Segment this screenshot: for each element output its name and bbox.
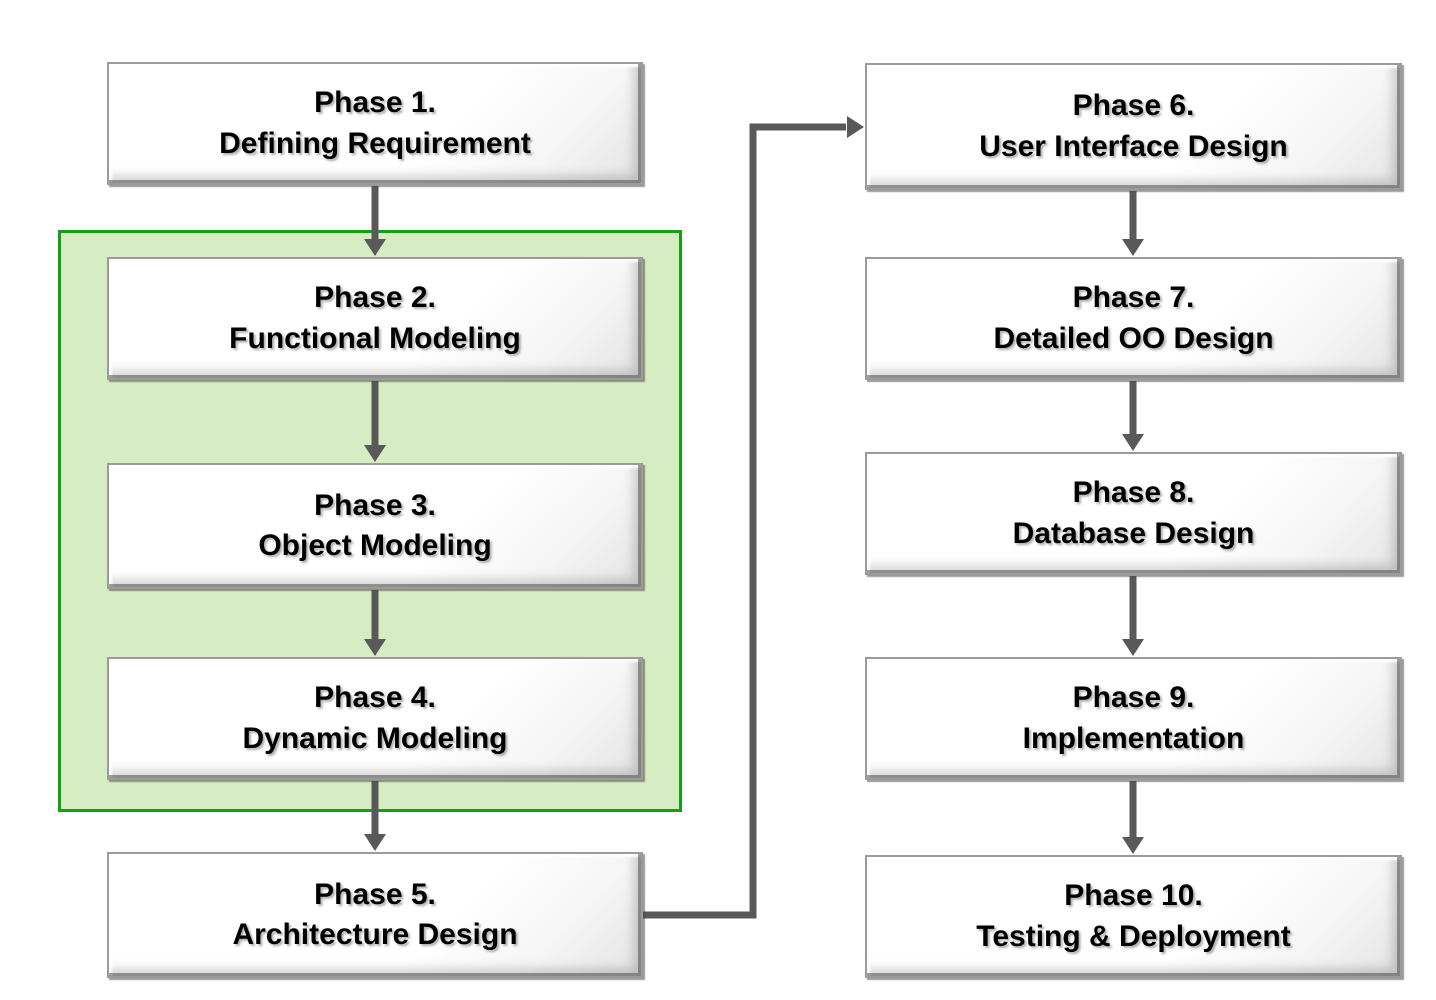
phase-7-box: Phase 7. Detailed OO Design xyxy=(865,257,1402,380)
phase-6-label: Phase 6. xyxy=(1072,89,1195,122)
phase-9-box: Phase 9. Implementation xyxy=(865,657,1402,780)
phase-5-box: Phase 5. Architecture Design xyxy=(107,852,643,978)
phase-3-label: Phase 3. xyxy=(314,488,436,522)
phase-6-title: User Interface Design xyxy=(979,129,1288,163)
phase-4-label: Phase 4. xyxy=(314,681,436,714)
phase-7-title: Detailed OO Design xyxy=(993,321,1274,355)
phase-4-box: Phase 4. Dynamic Modeling xyxy=(107,657,643,780)
phase-10-box: Phase 10. Testing & Deployment xyxy=(865,855,1402,978)
phase-1-box: Phase 1. Defining Requirement xyxy=(107,62,643,185)
phase-5-label: Phase 5. xyxy=(314,877,436,911)
phase-3-box: Phase 3. Object Modeling xyxy=(107,463,643,589)
arrow-phase6-phase7 xyxy=(1122,191,1144,256)
phase-10-title: Testing & Deployment xyxy=(976,919,1291,953)
arrow-phase3-phase4 xyxy=(364,590,386,656)
phase-9-label: Phase 9. xyxy=(1072,681,1195,714)
phase-8-title: Database Design xyxy=(1012,516,1255,550)
arrow-phase8-phase9 xyxy=(1122,576,1144,656)
arrow-phase7-phase8 xyxy=(1122,381,1144,451)
phase-7-label: Phase 7. xyxy=(1072,281,1195,314)
arrow-phase5-phase6 xyxy=(643,116,864,919)
arrow-phase1-phase2 xyxy=(364,186,386,256)
arrow-phase4-phase5 xyxy=(364,781,386,851)
phase-4-title: Dynamic Modeling xyxy=(242,721,508,755)
phase-2-box: Phase 2. Functional Modeling xyxy=(107,257,643,380)
phase-6-box: Phase 6. User Interface Design xyxy=(865,63,1402,190)
phase-8-label: Phase 8. xyxy=(1072,476,1195,509)
phase-9-title: Implementation xyxy=(1022,721,1245,755)
arrow-phase9-phase10 xyxy=(1122,781,1144,854)
phase-3-title: Object Modeling xyxy=(258,529,492,562)
phase-1-label: Phase 1. xyxy=(314,86,436,119)
phase-2-label: Phase 2. xyxy=(314,281,436,314)
phase-5-title: Architecture Design xyxy=(232,918,518,951)
phase-1-title: Defining Requirement xyxy=(219,126,531,160)
arrow-phase2-phase3 xyxy=(364,381,386,462)
phase-10-label: Phase 10. xyxy=(1064,879,1203,912)
phase-8-box: Phase 8. Database Design xyxy=(865,452,1402,575)
phase-2-title: Functional Modeling xyxy=(229,321,521,355)
